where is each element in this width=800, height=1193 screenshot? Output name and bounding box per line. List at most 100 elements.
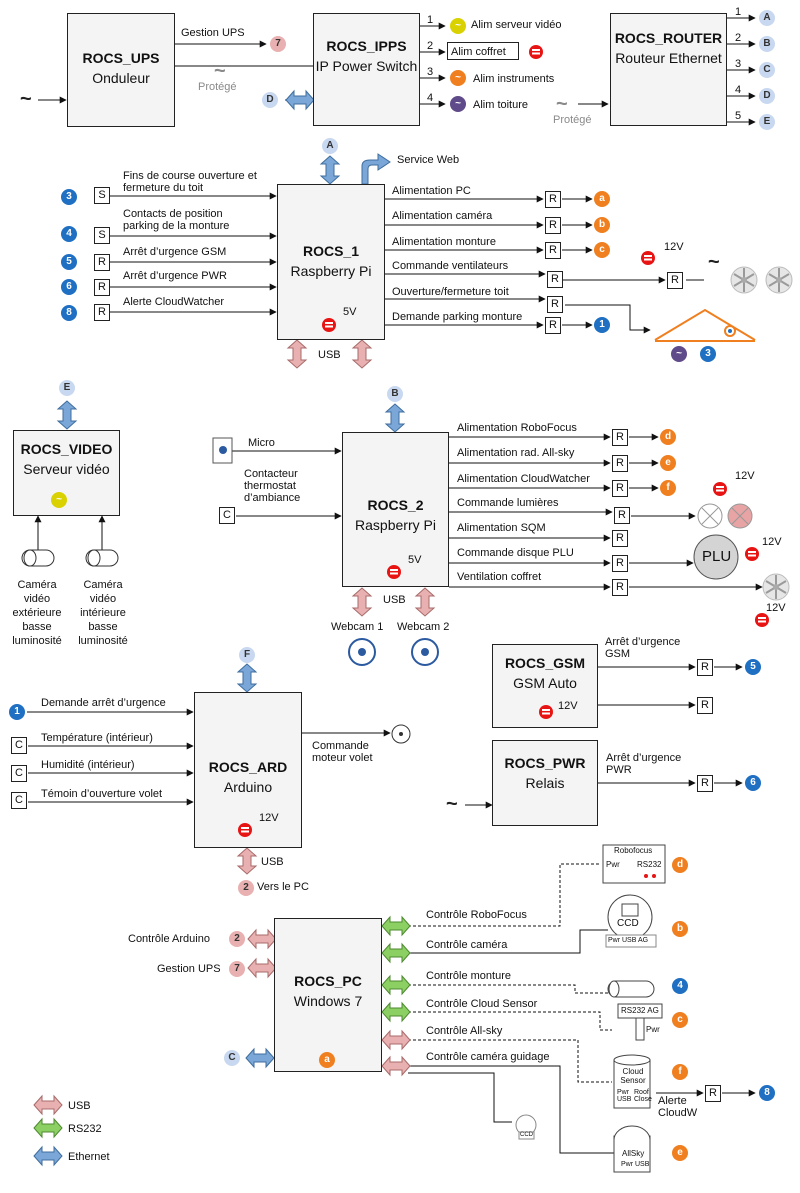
router-num-2: 2 xyxy=(735,32,742,44)
rocs2-out-2: Alimentation rad. All-sky xyxy=(457,447,575,459)
guide-camera-title: CCD xyxy=(520,1132,533,1138)
relay-r-in-3: R xyxy=(94,304,110,321)
rocs-router-box: ROCS_ROUTER Routeur Ethernet xyxy=(610,13,727,126)
badge-c-out: c xyxy=(594,242,610,258)
rocs-2-sub: Raspberry Pi xyxy=(355,517,436,533)
badge-1-out: 1 xyxy=(594,317,610,333)
mount-ports: RS232 AG xyxy=(621,1006,659,1015)
rocs2-5v-label: 5V xyxy=(408,554,422,566)
rocs-pc-sub: Windows 7 xyxy=(293,993,363,1009)
badge-7-pc: 7 xyxy=(229,961,245,977)
ac-input-ups: ~ xyxy=(20,88,32,110)
rocs-pc-title: ROCS_PC xyxy=(294,973,362,989)
rocs1-in-2: Contacts de position parking de la montu… xyxy=(123,208,230,232)
ipps-out-2: Alim coffret xyxy=(451,46,506,58)
rocs-gsm-title: ROCS_GSM xyxy=(504,655,586,671)
motor-label: Commande moteur volet xyxy=(312,740,373,764)
camera-int-label: Caméra vidéo intérieure basse luminosité xyxy=(78,579,128,647)
rocs1-in-1: Fins de course ouverture et fermeture du… xyxy=(123,170,257,194)
port-c-pc: C xyxy=(224,1050,240,1066)
protected-tilde-ups: ~ xyxy=(214,60,226,82)
relay-r2-5: R xyxy=(612,530,628,547)
ard-in-2: Température (intérieur) xyxy=(41,732,153,744)
rocs2-out-5: Alimentation SQM xyxy=(457,522,546,534)
fans-12v-label: 12V xyxy=(664,241,684,253)
badge-1-ard: 1 xyxy=(9,704,25,720)
rocs-pc-box: ROCS_PC Windows 7 xyxy=(274,918,382,1072)
badge-d-device: d xyxy=(672,857,688,873)
red-power-icon-fans xyxy=(641,251,655,265)
badge-7-top: 7 xyxy=(270,36,286,52)
alert-cloudw-label: Alerte CloudW xyxy=(658,1095,698,1119)
contact-c-hum: C xyxy=(11,765,27,782)
relay-r2-2: R xyxy=(612,455,628,472)
red-power-icon-lights xyxy=(713,482,727,496)
rocs2-out-4: Commande lumières xyxy=(457,497,559,509)
relay-r-fans: R xyxy=(667,272,683,289)
gsm-pwr-wires xyxy=(465,663,743,809)
rocs2-out-6: Commande disque PLU xyxy=(457,547,574,559)
micro-icon xyxy=(212,437,233,464)
fan-12v-label: 12V xyxy=(766,602,786,614)
ccd-ports: Pwr USB AG xyxy=(608,937,649,944)
alim-coffret-box: Alim coffret xyxy=(447,42,519,60)
badge-f-out: f xyxy=(660,480,676,496)
ac-yellow-icon: ~ xyxy=(450,18,466,34)
port-c-router: C xyxy=(759,62,775,78)
red-power-icon-ard xyxy=(238,823,252,837)
relay-r2-4: R xyxy=(614,507,630,524)
ac-purple-roof: ~ xyxy=(671,346,687,362)
plu-12v-label: 12V xyxy=(762,536,782,548)
rocs-ard-sub: Arduino xyxy=(223,779,273,795)
port-d-ipps: D xyxy=(262,92,278,108)
rocs1-out-3: Alimentation monture xyxy=(392,236,496,248)
rocs-ard-box: ROCS_ARD Arduino xyxy=(194,692,302,848)
red-power-icon-fan-coffret xyxy=(755,613,769,627)
protected-tilde-router: ~ xyxy=(556,93,568,115)
rocs1-wires xyxy=(110,192,704,334)
rocs1-5v-label: 5V xyxy=(343,306,357,318)
legend-ethernet: Ethernet xyxy=(68,1151,110,1163)
rocs2-out-1: Alimentation RoboFocus xyxy=(457,422,577,434)
fan-coffret xyxy=(762,573,790,601)
contact-c-volet: C xyxy=(11,792,27,809)
router-num-3: 3 xyxy=(735,58,742,70)
ard-in-4: Témoin d’ouverture volet xyxy=(41,788,163,800)
contact-c-thermo: C xyxy=(219,507,235,524)
contact-c-temp: C xyxy=(11,737,27,754)
protege-router-label: Protégé xyxy=(553,114,592,126)
rocs1-out-2: Alimentation caméra xyxy=(392,210,493,222)
ipps-num-1: 1 xyxy=(427,14,434,26)
port-a-rocs1: A xyxy=(322,138,338,154)
allsky-device xyxy=(613,1125,651,1173)
micro-label: Micro xyxy=(248,437,275,449)
video-camera-icons xyxy=(21,549,119,567)
guide-camera-device xyxy=(515,1114,537,1140)
fan-2 xyxy=(765,266,793,294)
ard-in-1: Demande arrêt d’urgence xyxy=(41,697,166,709)
badge-4-device: 4 xyxy=(672,978,688,994)
badge-e-out: e xyxy=(660,455,676,471)
cloud-sensor-ports: Pwr USB xyxy=(617,1089,632,1103)
ccd-title: CCD xyxy=(617,918,639,929)
ard-wires xyxy=(27,708,391,806)
plu-label: PLU xyxy=(702,548,732,565)
router-num-1: 1 xyxy=(735,6,742,18)
ac-orange-icon: ~ xyxy=(450,70,466,86)
robofocus-rs: RS232 xyxy=(637,860,662,869)
rs232-arrows xyxy=(33,915,411,1139)
relay-r2-6: R xyxy=(612,555,628,572)
rocs-1-title: ROCS_1 xyxy=(302,243,360,259)
lights-12v-label: 12V xyxy=(735,470,755,482)
top-wires xyxy=(38,14,756,126)
relay-gsm-2: R xyxy=(697,697,713,714)
rocs2-out-3: Alimentation CloudWatcher xyxy=(457,473,590,485)
webcam-2-label: Webcam 2 xyxy=(397,621,450,633)
relay-r-out-6: R xyxy=(545,317,561,334)
rocs-video-sub: Serveur vidéo xyxy=(23,461,110,477)
ac-purple-icon: ~ xyxy=(450,96,466,112)
video-ac-icon: ~ xyxy=(51,492,67,508)
ipps-num-4: 4 xyxy=(427,92,434,104)
